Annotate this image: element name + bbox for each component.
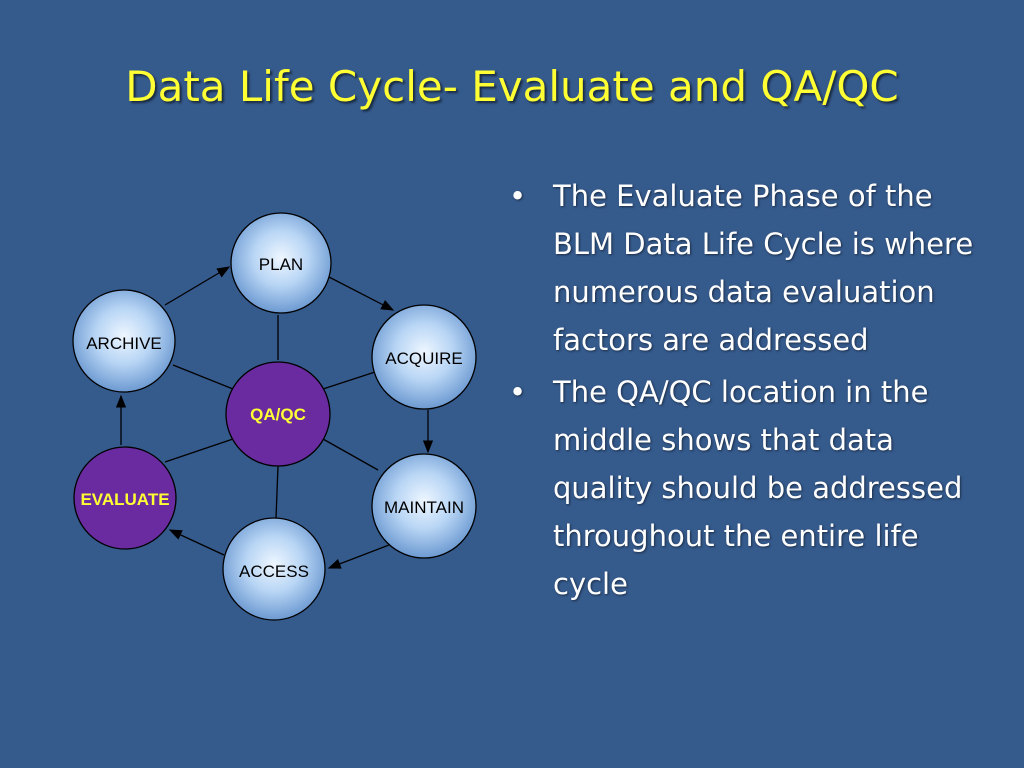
node-maintain: MAINTAIN: [371, 453, 477, 559]
node-access: ACCESS: [222, 517, 326, 621]
spoke-access: [275, 465, 279, 519]
spoke-maintain: [322, 438, 379, 471]
arrow-maintain-to-access: [327, 544, 390, 569]
svg-text:MAINTAIN: MAINTAIN: [384, 498, 464, 517]
page-title: Data Life Cycle- Evaluate and QA/QC: [125, 62, 899, 111]
node-qa-qc-center: QA/QC: [225, 361, 331, 467]
cycle-arrows: [115, 266, 434, 569]
svg-text:ARCHIVE: ARCHIVE: [86, 334, 162, 353]
node-plan: PLAN: [230, 212, 332, 314]
spoke-lines: [164, 315, 379, 519]
svg-text:ACCESS: ACCESS: [239, 562, 309, 581]
arrow-plan-to-acquire: [328, 276, 395, 311]
node-acquire: ACQUIRE: [371, 304, 477, 410]
node-archive: ARCHIVE: [72, 289, 176, 393]
svg-text:PLAN: PLAN: [259, 255, 303, 274]
spoke-archive: [172, 364, 234, 390]
arrow-archive-to-plan: [164, 266, 231, 306]
arrow-access-to-evaluate: [168, 529, 225, 556]
bullet-dot-icon: •: [509, 375, 527, 409]
bullet-item: • The Evaluate Phase of the BLM Data Lif…: [505, 172, 975, 364]
bullet-text: The Evaluate Phase of the BLM Data Life …: [553, 179, 974, 357]
node-evaluate: EVALUATE: [73, 446, 177, 550]
svg-text:EVALUATE: EVALUATE: [80, 490, 169, 509]
bullet-text: The QA/QC location in the middle shows t…: [553, 375, 963, 601]
svg-text:ACQUIRE: ACQUIRE: [385, 349, 462, 368]
spoke-evaluate: [164, 438, 234, 463]
svg-text:QA/QC: QA/QC: [250, 405, 306, 424]
bullet-dot-icon: •: [509, 179, 527, 213]
spoke-acquire: [322, 371, 376, 390]
bullet-list: • The Evaluate Phase of the BLM Data Lif…: [505, 172, 975, 612]
bullet-item: • The QA/QC location in the middle shows…: [505, 368, 975, 608]
